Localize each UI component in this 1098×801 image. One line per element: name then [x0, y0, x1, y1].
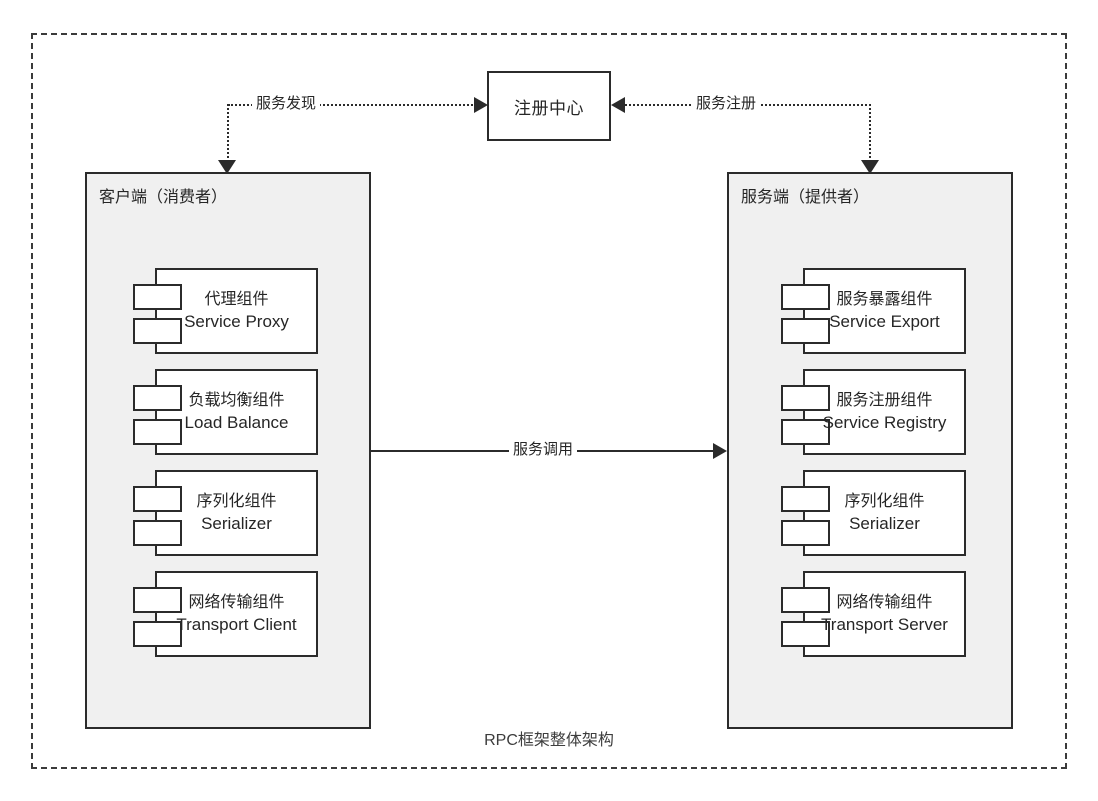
- component-label-en: Service Proxy: [184, 312, 289, 331]
- component-label-cn: 序列化组件: [844, 493, 925, 510]
- component-tab-icon: [133, 284, 182, 310]
- component-label-en: Transport Server: [821, 615, 948, 634]
- component-body: 序列化组件 Serializer: [803, 470, 966, 556]
- component-body: 网络传输组件 Transport Client: [155, 571, 318, 657]
- service-discovery-label: 服务发现: [252, 95, 321, 113]
- component-label-cn: 代理组件: [204, 291, 269, 308]
- component-serializer-server[interactable]: 序列化组件 Serializer: [781, 470, 966, 556]
- component-tab-icon: [781, 621, 830, 647]
- component-body: 网络传输组件 Transport Server: [803, 571, 966, 657]
- component-tab-icon: [781, 385, 830, 411]
- service-register-label: 服务注册: [692, 95, 761, 113]
- component-body: 服务注册组件 Service Registry: [803, 369, 966, 455]
- component-body: 序列化组件 Serializer: [155, 470, 318, 556]
- service-register-edge-vertical: [869, 104, 871, 162]
- component-label-cn: 服务暴露组件: [836, 291, 933, 308]
- component-tab-icon: [133, 621, 182, 647]
- component-body: 负载均衡组件 Load Balance: [155, 369, 318, 455]
- arrowhead-left-icon: [611, 97, 625, 113]
- component-transport-server[interactable]: 网络传输组件 Transport Server: [781, 571, 966, 657]
- component-service-proxy[interactable]: 代理组件 Service Proxy: [133, 268, 318, 354]
- component-label-en: Service Registry: [822, 413, 947, 432]
- component-tab-icon: [133, 587, 182, 613]
- arrowhead-down-icon: [861, 160, 879, 174]
- service-discovery-edge-horizontal: [228, 104, 477, 106]
- registry-center-node[interactable]: 注册中心: [487, 71, 611, 141]
- component-label-en: Serializer: [849, 514, 920, 533]
- component-service-registry[interactable]: 服务注册组件 Service Registry: [781, 369, 966, 455]
- component-label-cn: 序列化组件: [196, 493, 277, 510]
- component-tab-icon: [133, 385, 182, 411]
- component-label-en: Serializer: [201, 514, 272, 533]
- component-body: 服务暴露组件 Service Export: [803, 268, 966, 354]
- service-call-label: 服务调用: [509, 441, 578, 459]
- component-label-cn: 服务注册组件: [836, 392, 933, 409]
- diagram-outer-boundary: [31, 33, 1067, 769]
- component-tab-icon: [781, 486, 830, 512]
- component-service-export[interactable]: 服务暴露组件 Service Export: [781, 268, 966, 354]
- panel-server-title: 服务端（提供者）: [741, 189, 870, 206]
- diagram-caption: RPC框架整体架构: [484, 732, 614, 749]
- component-tab-icon: [133, 520, 182, 546]
- component-label-cn: 负载均衡组件: [188, 392, 285, 409]
- component-tab-icon: [781, 318, 830, 344]
- registry-center-label: 注册中心: [514, 98, 584, 118]
- component-tab-icon: [781, 284, 830, 310]
- component-tab-icon: [781, 587, 830, 613]
- component-transport-client[interactable]: 网络传输组件 Transport Client: [133, 571, 318, 657]
- component-tab-icon: [133, 318, 182, 344]
- component-label-en: Transport Client: [176, 615, 297, 634]
- component-tab-icon: [781, 520, 830, 546]
- component-serializer-client[interactable]: 序列化组件 Serializer: [133, 470, 318, 556]
- component-label-en: Service Export: [829, 312, 940, 331]
- service-discovery-edge-vertical: [226, 104, 229, 162]
- arrowhead-right-icon: [474, 97, 488, 113]
- component-body: 代理组件 Service Proxy: [155, 268, 318, 354]
- component-load-balance[interactable]: 负载均衡组件 Load Balance: [133, 369, 318, 455]
- component-tab-icon: [781, 419, 830, 445]
- component-tab-icon: [133, 419, 182, 445]
- arrowhead-right-icon: [713, 443, 727, 459]
- component-tab-icon: [133, 486, 182, 512]
- arrowhead-down-icon: [218, 160, 236, 174]
- panel-client-title: 客户端（消费者）: [99, 189, 228, 206]
- component-label-cn: 网络传输组件: [188, 594, 285, 611]
- component-label-en: Load Balance: [184, 413, 289, 432]
- component-label-cn: 网络传输组件: [836, 594, 933, 611]
